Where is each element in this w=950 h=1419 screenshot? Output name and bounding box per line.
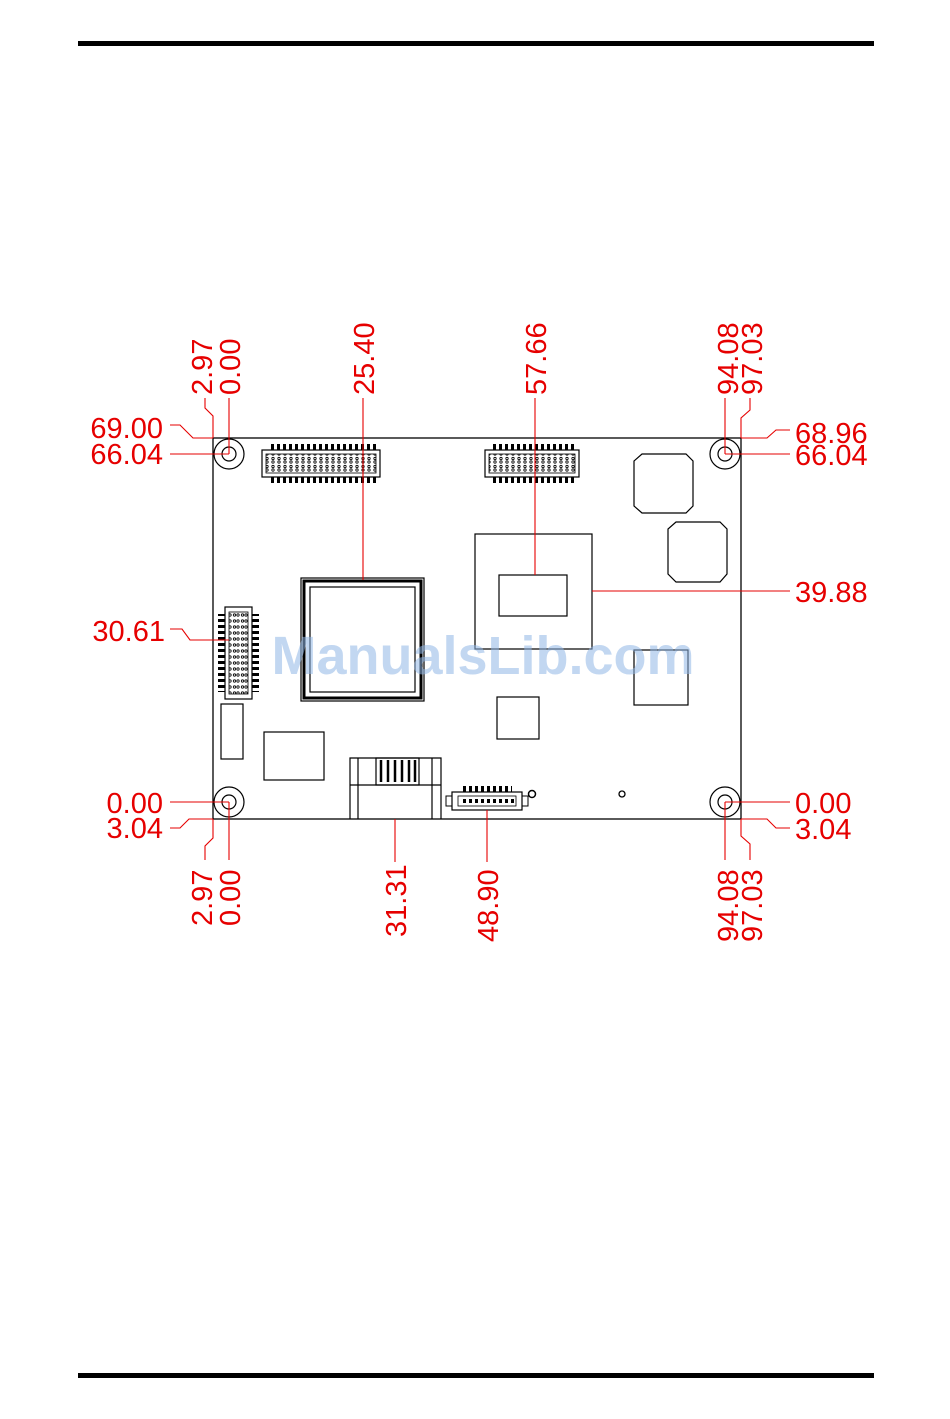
dim-label-left-66.04: 66.04 [90, 439, 163, 471]
dim-label-left-3.04: 3.04 [107, 813, 163, 845]
dim-label-bottom-48.90: 48.90 [473, 869, 505, 942]
dim-label-top-25.40: 25.40 [349, 322, 381, 395]
bottom-io-connector [350, 758, 441, 819]
dim-label-bottom-0.00: 0.00 [215, 870, 247, 926]
dim-label-top-0.00: 0.00 [215, 339, 247, 395]
component-small-left [221, 704, 243, 759]
component-octagon-2 [668, 522, 727, 582]
dim-label-bottom-31.31: 31.31 [381, 864, 413, 937]
component-square-center [497, 697, 539, 739]
watermark-text: ManualsLib.com [271, 626, 694, 686]
bottom-small-header [446, 786, 528, 810]
fiducial-dot-left [529, 791, 536, 798]
dim-label-right-66.04: 66.04 [795, 440, 868, 472]
top-connector-right [485, 444, 579, 483]
dim-label-left-30.61: 30.61 [92, 616, 165, 648]
left-connector [218, 607, 259, 699]
component-octagon-1 [634, 454, 693, 513]
component-bottom-left [264, 732, 324, 780]
dim-label-top-97.03: 97.03 [737, 322, 769, 395]
dim-label-right-3.04: 3.04 [795, 814, 851, 846]
dim-label-top-57.66: 57.66 [521, 322, 553, 395]
dim-label-right-39.88: 39.88 [795, 577, 868, 609]
dim-label-bottom-97.03: 97.03 [737, 869, 769, 942]
top-connector-left [262, 444, 380, 483]
fiducial-dot-right [619, 791, 625, 797]
